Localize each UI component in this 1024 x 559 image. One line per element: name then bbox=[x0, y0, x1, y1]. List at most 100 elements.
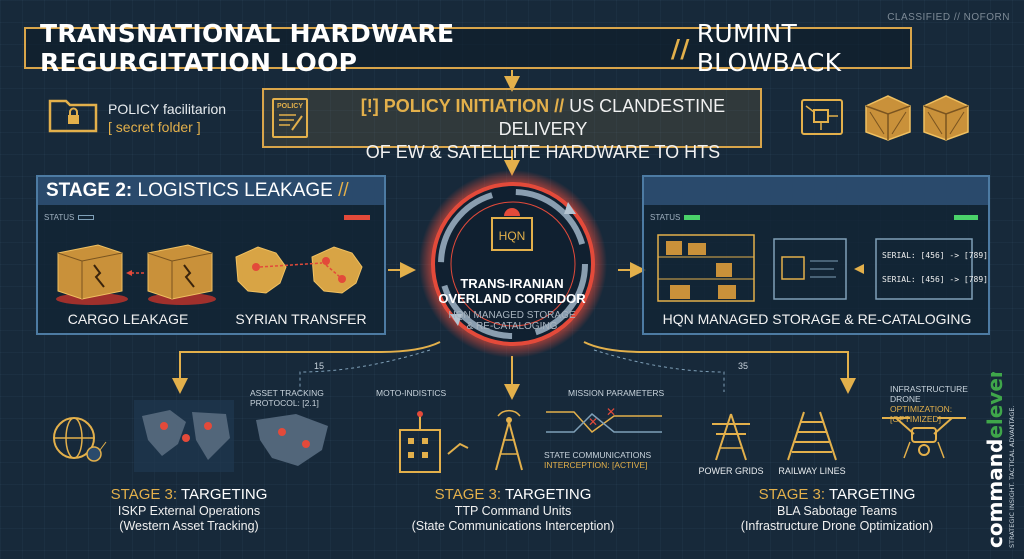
drone-icon bbox=[882, 417, 966, 459]
storage-caption: HQN MANAGED STORAGE & RE-CATALOGING bbox=[662, 311, 972, 327]
stage2-panel: STAGE 2: LOGISTICS LEAKAGE // STATUS bbox=[36, 175, 386, 335]
asset-tracking-line1: ASSET TRACKING bbox=[250, 388, 324, 398]
hqn-box-label: HQN bbox=[499, 229, 526, 243]
stage3-iskp-visual: ASSET TRACKING PROTOCOL: [2.1] bbox=[38, 388, 338, 480]
syria-map-icon bbox=[235, 246, 363, 294]
hub-title-line2: OVERLAND CORRIDOR bbox=[438, 291, 586, 306]
policy-folder-label-line1: POLICY facilitarion bbox=[108, 101, 227, 117]
drone-optimization-line2: OPTIMIZATION: [OPTIMIZED] bbox=[890, 404, 953, 424]
circuit-board-icon bbox=[801, 99, 843, 135]
world-map-icon bbox=[134, 400, 234, 472]
drone-optimization-annotation: INFRASTRUCTURE DRONE OPTIMIZATION: [OPTI… bbox=[890, 384, 986, 424]
stage2-status-indicator bbox=[78, 215, 94, 220]
hub-sub-line1: HQN MANAGED STORAGE bbox=[448, 310, 576, 321]
warehouse-shelves-icon bbox=[657, 234, 973, 302]
serial-line-2: SERIAL: [456] -> [789] bbox=[882, 275, 988, 284]
brand-name-part1: command bbox=[983, 439, 1007, 548]
doc-lines-icon bbox=[279, 114, 303, 131]
hub-title: TRANS-IRANIAN OVERLAND CORRIDOR bbox=[432, 276, 592, 306]
leaking-containers-icon bbox=[56, 244, 216, 305]
stage2-header bbox=[38, 177, 384, 205]
syrian-transfer-caption: SYRIAN TRANSFER bbox=[235, 311, 367, 327]
stage3-bla-word: TARGETING bbox=[828, 486, 916, 503]
policy-document-icon: POLICY bbox=[272, 98, 308, 138]
stage3-ttp-title: STAGE 3: TARGETING bbox=[368, 486, 658, 503]
hqn-box-icon: HQN bbox=[491, 208, 533, 251]
title-subtitle: RUMINT BLOWBACK bbox=[696, 19, 842, 77]
policy-initiation-box: POLICY [!] POLICY INITIATION // US CLAND… bbox=[262, 88, 762, 162]
stage3-iskp-tag: STAGE 3: bbox=[110, 486, 178, 503]
svg-text:✕: ✕ bbox=[588, 415, 598, 429]
storage-status-indicator bbox=[684, 215, 700, 220]
svg-text:commandeleven: commandeleven bbox=[983, 372, 1007, 548]
crate-icon bbox=[865, 95, 911, 141]
hub-title-line1: TRANS-IRANIAN bbox=[460, 276, 564, 291]
globe-network-icon bbox=[53, 417, 107, 462]
stage3-bla-tag: STAGE 3: bbox=[758, 486, 826, 503]
serial-line-1: SERIAL: [456] -> [789] bbox=[882, 251, 988, 260]
policy-initiation-line2: OF EW & SATELLITE HARDWARE TO HTS bbox=[365, 142, 721, 162]
policy-folder-label: POLICY facilitarion [ secret folder ] bbox=[108, 100, 226, 136]
interception-line2: INTERCEPTION: [ACTIVE] bbox=[544, 460, 648, 470]
stage2-title: STAGE 2: LOGISTICS LEAKAGE // bbox=[46, 180, 349, 202]
moto-indistics-annotation: MOTO-INDISTICS bbox=[376, 388, 447, 398]
power-grid-icon bbox=[712, 413, 750, 461]
storage-header bbox=[644, 177, 988, 205]
policy-doc-label: POLICY bbox=[276, 103, 304, 110]
policy-initiation-line1: US CLANDESTINE DELIVERY bbox=[498, 96, 726, 139]
stage3-bla-line2: (Infrastructure Drone Optimization) bbox=[740, 519, 934, 533]
brand-name-part2: eleven bbox=[983, 372, 1007, 439]
radio-tower-icon bbox=[495, 409, 523, 471]
brand-tagline: STRATEGIC INSIGHT. TACTICAL ADVANTAGE. bbox=[1008, 405, 1016, 548]
hub-sub-line2: & RE-CATALOGING bbox=[466, 321, 558, 332]
signal-interception-graph: ✕ ✕ bbox=[546, 405, 662, 434]
stage3-bla-line1: BLA Sabotage Teams bbox=[777, 504, 897, 518]
branch-number-right: 35 bbox=[738, 361, 749, 371]
interception-annotation: STATE COMMUNICATIONS INTERCEPTION: [ACTI… bbox=[544, 450, 651, 470]
stage2-title-sep: // bbox=[338, 180, 349, 201]
stage3-iskp-word: TARGETING bbox=[180, 486, 268, 503]
power-grids-label: POWER GRIDS bbox=[698, 466, 764, 476]
stage3-ttp-line1: TTP Command Units bbox=[454, 504, 572, 518]
page-title: TRANSNATIONAL HARDWARE REGURGITATION LOO… bbox=[24, 19, 912, 77]
arrow-branch-right bbox=[583, 341, 856, 394]
arrow-branch-left bbox=[172, 341, 441, 394]
asset-tracking-annotation: ASSET TRACKING PROTOCOL: [2.1] bbox=[250, 388, 324, 408]
north-america-map-icon bbox=[256, 414, 328, 466]
corridor-hub-ring bbox=[419, 170, 607, 358]
brand-logo: commandeleven STRATEGIC INSIGHT. TACTICA… bbox=[983, 372, 1016, 548]
command-building-icon bbox=[399, 411, 469, 473]
stage2-title-tag: STAGE 2: bbox=[46, 180, 133, 201]
stage3-bla-visual: INFRASTRUCTURE DRONE OPTIMIZATION: [OPTI… bbox=[696, 384, 986, 480]
stage2-alert-indicator bbox=[344, 215, 370, 220]
cargo-leakage-caption: CARGO LEAKAGE bbox=[67, 311, 189, 327]
railway-lines-label: RAILWAY LINES bbox=[778, 466, 846, 476]
secret-folder-icon bbox=[48, 99, 98, 133]
stage3-bla-title: STAGE 3: TARGETING bbox=[692, 486, 982, 503]
interception-line1: STATE COMMUNICATIONS bbox=[544, 450, 652, 460]
stage3-ttp-visual: MOTO-INDISTICS MISSION PARAMETERS ✕ ✕ ST… bbox=[368, 388, 668, 480]
policy-initiation-tag: [!] POLICY INITIATION // bbox=[360, 96, 565, 116]
storage-status-label: STATUS bbox=[650, 213, 681, 222]
stage3-iskp-title: STAGE 3: TARGETING bbox=[44, 486, 334, 503]
stage2-title-text: LOGISTICS LEAKAGE bbox=[137, 180, 333, 201]
hub-subtitle: HQN MANAGED STORAGE & RE-CATALOGING bbox=[432, 310, 592, 332]
stage3-iskp-line1: ISKP External Operations bbox=[117, 504, 261, 518]
title-main: TRANSNATIONAL HARDWARE REGURGITATION LOO… bbox=[40, 19, 455, 77]
storage-ok-indicator bbox=[954, 215, 978, 220]
asset-tracking-line2: PROTOCOL: [2.1] bbox=[250, 398, 319, 408]
svg-text:✕: ✕ bbox=[606, 405, 616, 419]
crate-icon bbox=[923, 95, 969, 141]
stage3-ttp-line2: (State Communications Interception) bbox=[411, 519, 615, 533]
stage3-ttp-tag: STAGE 3: bbox=[434, 486, 502, 503]
railway-icon bbox=[787, 411, 837, 461]
policy-folder-label-line2: [ secret folder ] bbox=[108, 119, 201, 135]
stage3-ttp-word: TARGETING bbox=[504, 486, 592, 503]
stage3-iskp-line2: (Western Asset Tracking) bbox=[119, 519, 259, 533]
branch-number-left: 15 bbox=[314, 361, 325, 371]
mission-parameters-annotation: MISSION PARAMETERS bbox=[568, 388, 665, 398]
title-separator: // bbox=[670, 33, 690, 63]
drone-optimization-line1: INFRASTRUCTURE DRONE bbox=[890, 384, 968, 404]
stage2-status-label: STATUS bbox=[44, 213, 75, 222]
